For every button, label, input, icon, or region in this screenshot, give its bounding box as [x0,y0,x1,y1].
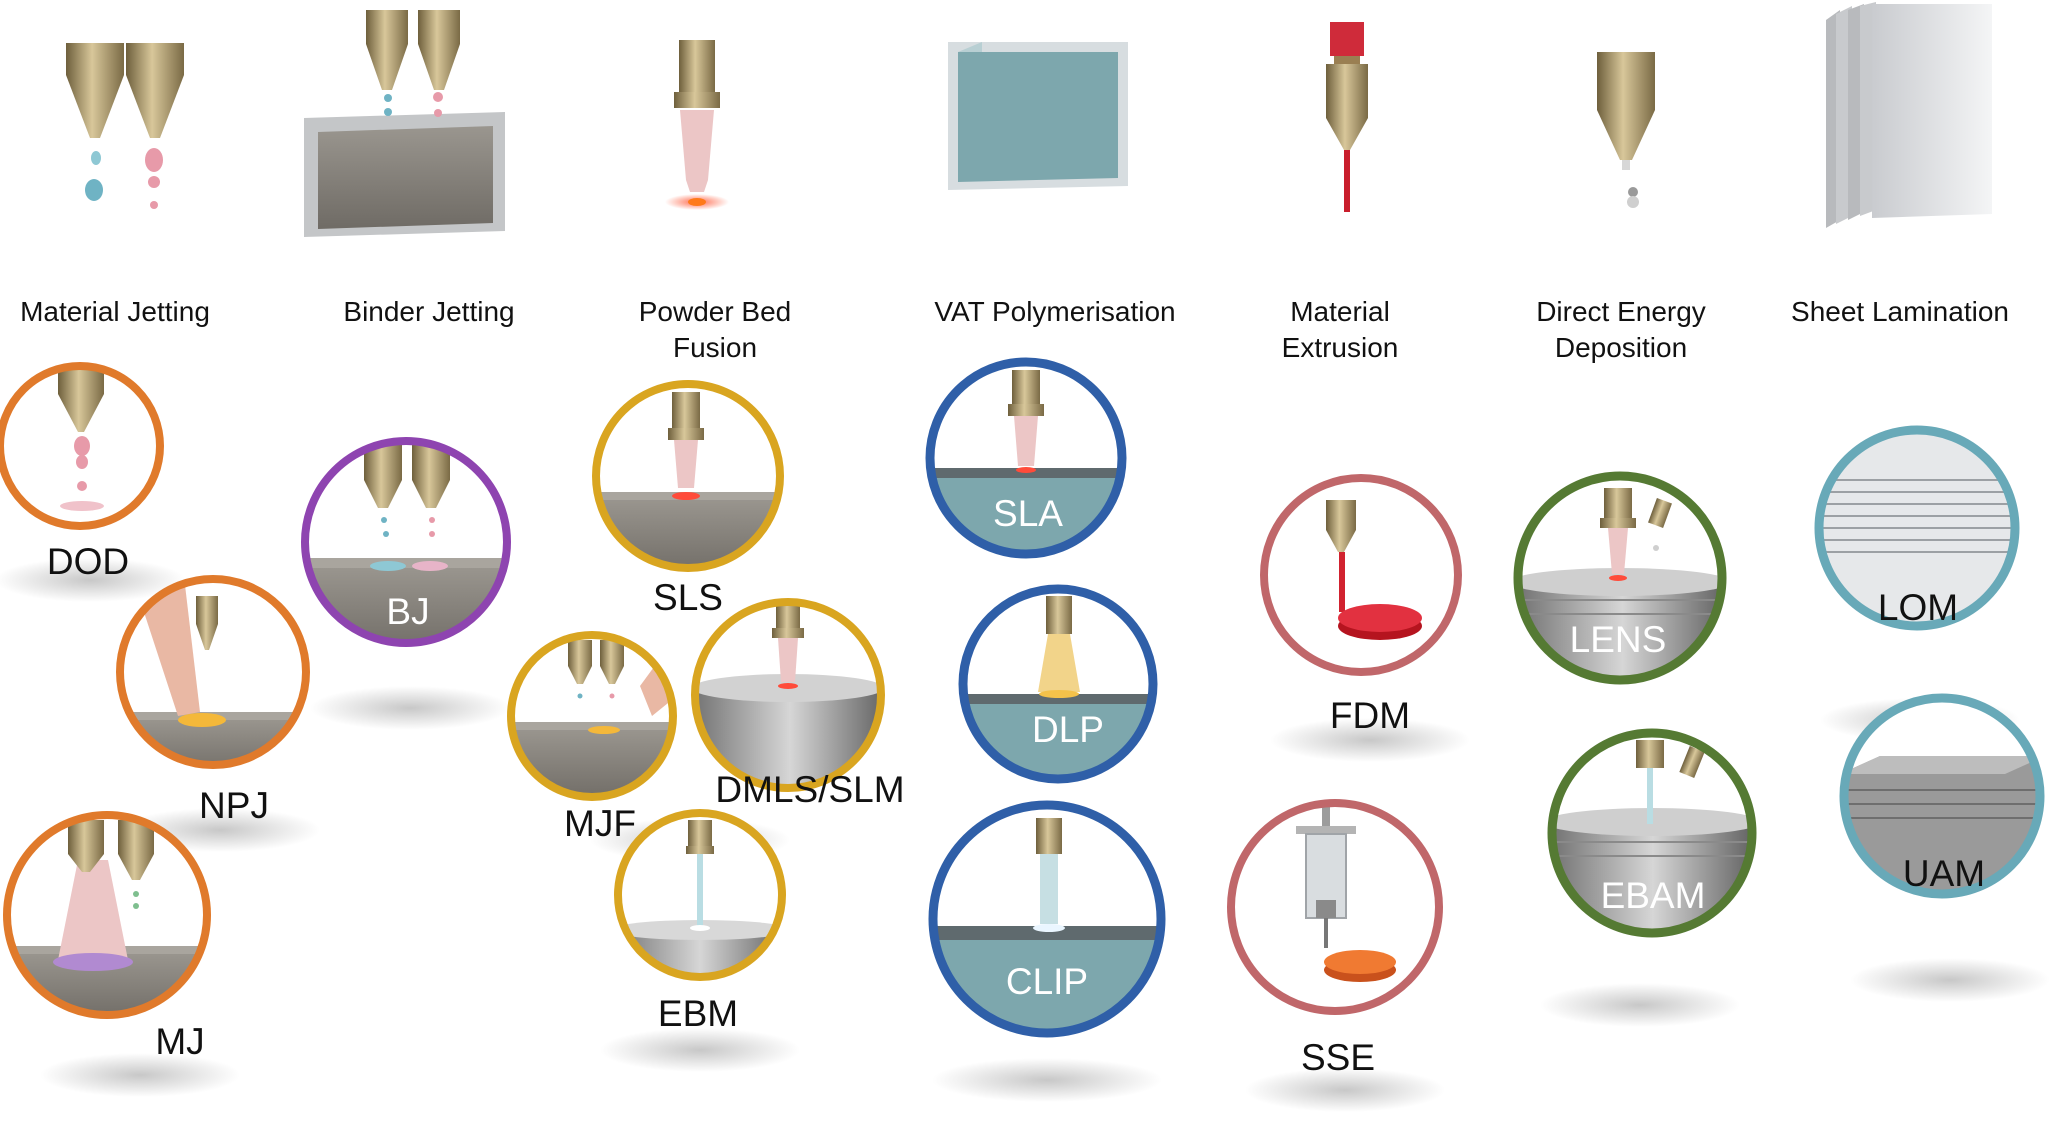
process-label-npj: NPJ [199,785,269,826]
process-label-sls: SLS [653,577,723,618]
process-label-ebm: EBM [657,993,739,1034]
process-circle-sls [592,380,784,572]
category-label-powder-bed-fusion: Powder Bed Fusion [638,296,792,363]
process-label-fdm: FDM [1329,695,1411,736]
process-circle-ebm [614,809,786,981]
process-circle-sse [1227,799,1443,1015]
process-circle-bj [301,437,511,647]
process-label-dod: DOD [46,541,130,582]
process-label-lens: LENS [1569,619,1667,660]
category-label-vat-polymerisation: VAT Polymerisation [934,296,1176,327]
dual-nozzle-droplets-icon [66,43,184,209]
process-label-ebam: EBAM [1600,875,1706,916]
process-label-dlp: DLP [1032,709,1104,750]
process-label-sla: SLA [993,493,1063,534]
process-circle-fdm [1260,474,1462,676]
process-label-uam: UAM [1902,853,1986,894]
process-circle-sla [925,357,1127,559]
process-circle-clip [928,800,1166,1038]
circle-shadows [0,558,2050,1112]
process-circle-dlp [958,584,1158,784]
stacked-sheets-icon [1826,2,1992,228]
category-label-direct-energy-deposition: Direct Energy Deposition [1536,296,1706,363]
process-label-sse: SSE [1300,1037,1376,1078]
category-label-sheet-lamination: Sheet Lamination [1791,296,2009,327]
process-circle-mj [3,811,211,1019]
process-circle-mjf [507,631,677,801]
process-label-mjf: MJF [564,803,636,844]
category-label-binder-jetting: Binder Jetting [343,296,515,327]
laser-nozzle-icon [665,40,729,210]
deposition-nozzle-icon [1597,52,1655,208]
process-circle-dod [0,362,164,530]
process-label-dmls-slm: DMLS/SLM [715,769,905,810]
process-circle-npj [116,575,310,769]
process-circle-uam [1839,693,2045,899]
category-label-material-jetting: Material Jetting [20,296,210,327]
process-circle-lens [1513,471,1727,685]
process-circle-lom [1814,425,2020,631]
process-label-bj: BJ [386,591,430,632]
process-label-mj: MJ [155,1021,205,1062]
extrusion-nozzle-icon [1326,22,1368,212]
resin-vat-icon [948,42,1128,190]
process-label-lom: LOM [1877,587,1959,628]
category-label-material-extrusion: Material Extrusion [1281,296,1399,363]
process-label-clip: CLIP [1005,961,1089,1002]
nozzles-over-powder-box-icon [304,10,505,237]
